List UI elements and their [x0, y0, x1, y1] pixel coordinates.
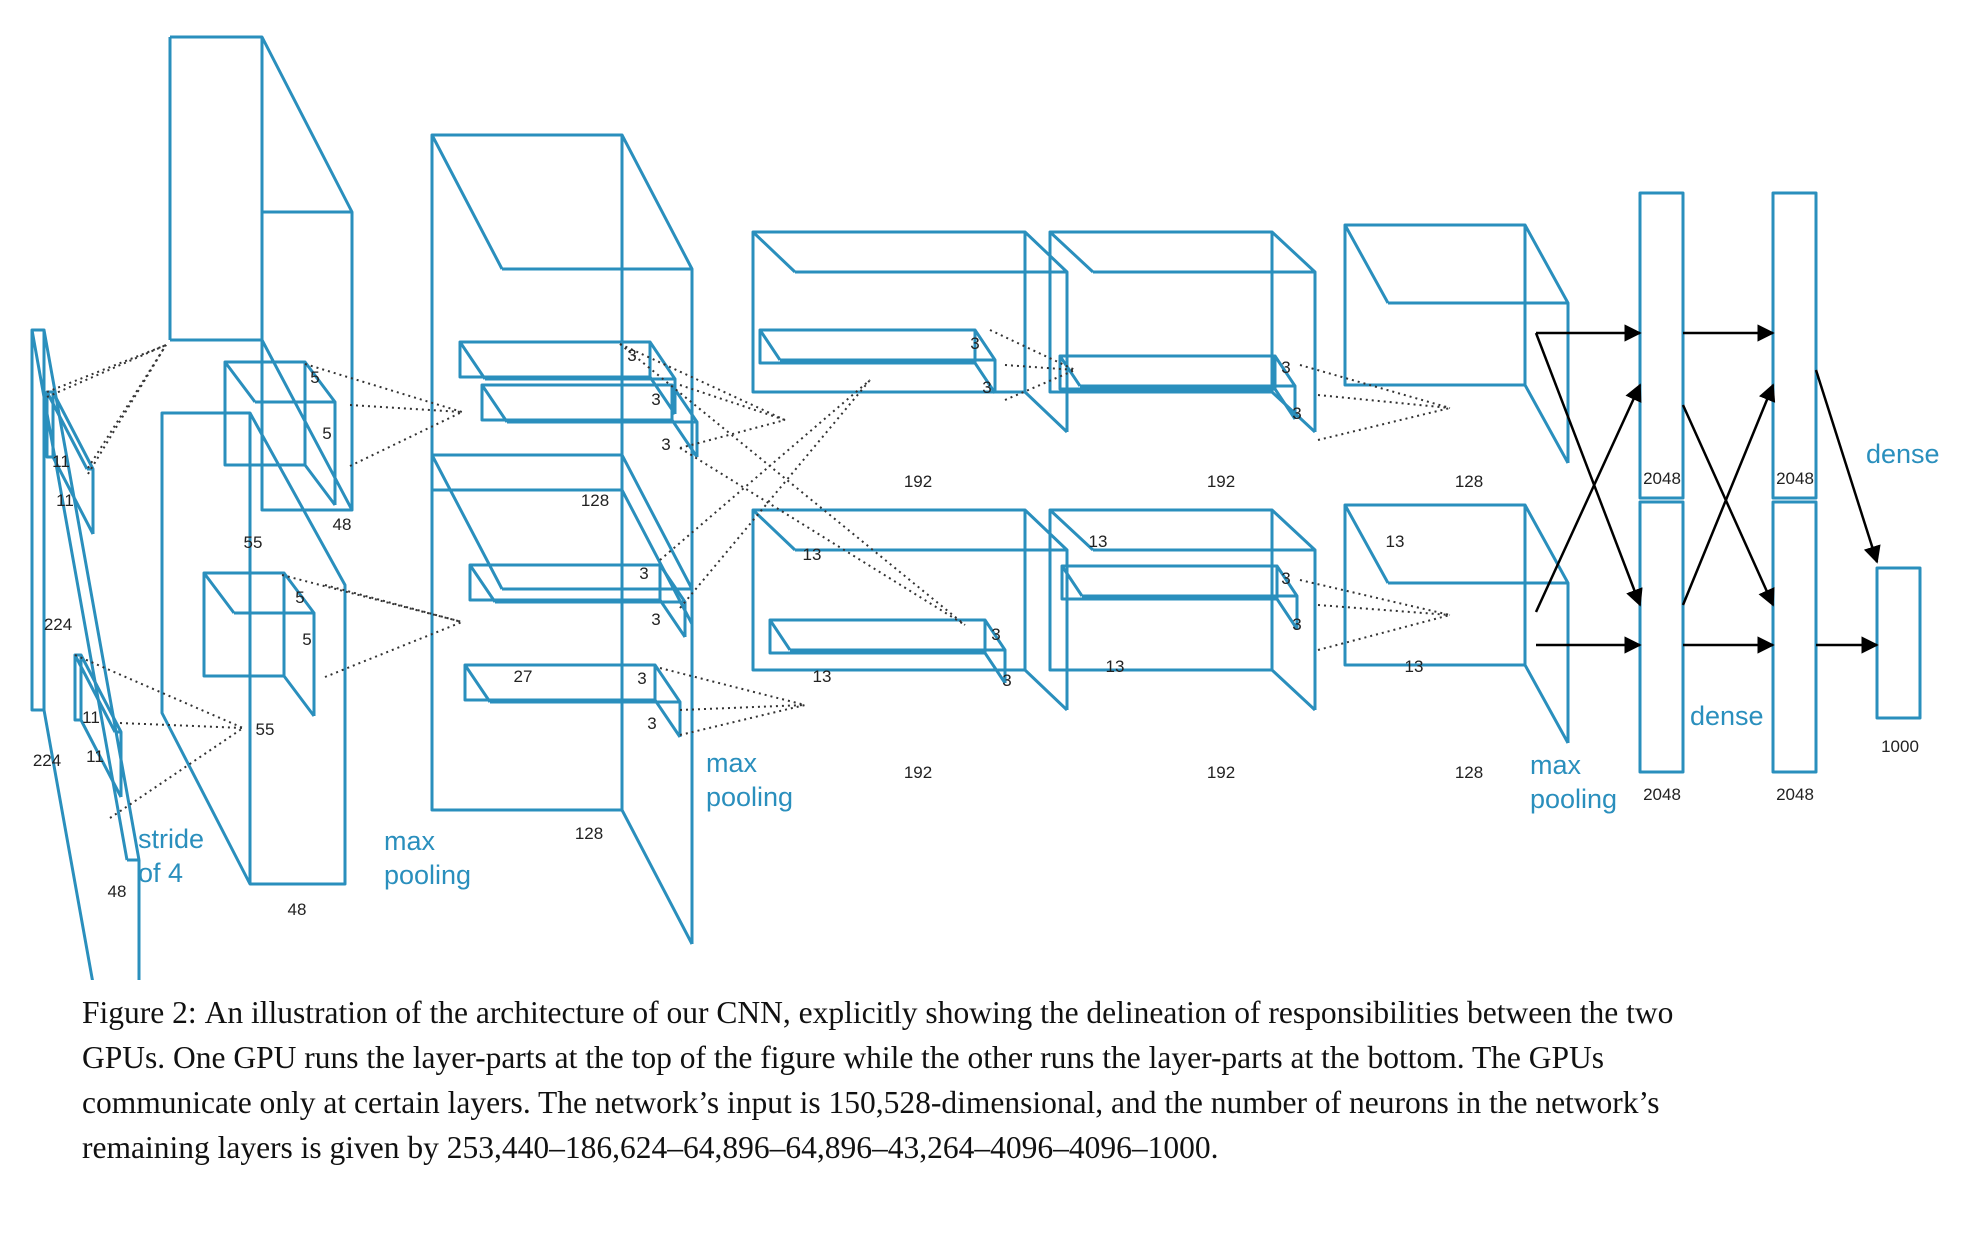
conv3-kernel-size: 3	[651, 390, 660, 409]
maxpool-label: pooling	[706, 782, 793, 812]
conv2-kernel-size: 5	[322, 424, 331, 443]
layer-volumes	[30, 35, 1922, 980]
conv4-lower-volume	[1048, 508, 1317, 712]
conv1-lower-volume	[160, 411, 347, 886]
conv4-kernel-size: 3	[991, 625, 1000, 644]
conv1-kernel	[223, 360, 337, 506]
input-kernel-size: 11	[86, 747, 104, 766]
receptive-field-lines	[46, 329, 1451, 819]
fc7-upper-bar	[1771, 191, 1818, 500]
output-bar	[1875, 566, 1922, 720]
conv4-kernel-size: 3	[1002, 671, 1011, 690]
conv2-kernel	[463, 663, 682, 738]
conv2-kernel	[480, 383, 699, 458]
input-kernel-size: 11	[56, 491, 74, 510]
conv4-kernel	[1060, 564, 1299, 630]
fc6-upper-bar	[1638, 191, 1685, 500]
conv2-kernel-size: 5	[310, 368, 319, 387]
maxpool-label: max	[706, 748, 758, 778]
input-kernel	[45, 390, 95, 535]
maxpool-label: pooling	[1530, 784, 1617, 814]
fc6-lower-bar	[1638, 500, 1685, 774]
conv2-depth: 128	[575, 824, 603, 843]
conv5-kernel-size: 3	[1292, 404, 1301, 423]
conv1-size: 55	[256, 720, 275, 739]
conv4-kernel-size: 3	[982, 378, 991, 397]
conv2-size: 27	[514, 667, 533, 686]
conv1-kernel	[202, 571, 316, 717]
dense-label: dense	[1866, 439, 1940, 469]
conv2-kernel-size: 5	[302, 630, 311, 649]
caption-text: An illustration of the architecture of o…	[82, 995, 1674, 1165]
conv4-depth: 192	[1207, 763, 1235, 782]
conv3-kernel-size: 3	[661, 435, 670, 454]
output-size: 1000	[1881, 737, 1919, 756]
fc6-size: 2048	[1643, 785, 1681, 804]
conv3-upper-volume	[751, 230, 1069, 434]
conv3-kernel-size: 3	[639, 564, 648, 583]
maxpool-label: max	[384, 826, 436, 856]
conv1-size: 55	[244, 533, 263, 552]
conv5-depth: 128	[1455, 472, 1483, 491]
figure-label: Figure 2:	[82, 995, 197, 1030]
conv3-depth: 192	[904, 472, 932, 491]
fc7-size: 2048	[1776, 785, 1814, 804]
input-kernel	[73, 653, 123, 798]
fc6-size: 2048	[1643, 469, 1681, 488]
conv1-depth: 48	[288, 900, 307, 919]
conv3-size: 13	[813, 667, 832, 686]
conv4-kernel	[1058, 354, 1297, 420]
stride-label: of 4	[138, 858, 183, 888]
conv2-kernel-size: 5	[295, 588, 304, 607]
input-kernel-size: 11	[82, 708, 100, 727]
conv4-upper-volume	[1048, 230, 1317, 434]
conv2-depth: 128	[581, 491, 609, 510]
conv2-lower-volume	[430, 453, 694, 945]
conv3-kernel-size: 3	[647, 714, 656, 733]
figure-caption: Figure 2:An illustration of the architec…	[82, 990, 1722, 1170]
conv3-size: 13	[803, 545, 822, 564]
conv5-size: 13	[1386, 532, 1405, 551]
conv5-upper-volume	[1343, 223, 1570, 464]
conv5-size: 13	[1405, 657, 1424, 676]
input-depth: 48	[108, 882, 127, 901]
conv2-kernel	[458, 340, 677, 415]
fc7-size: 2048	[1776, 469, 1814, 488]
maxpool-label: max	[1530, 750, 1582, 780]
conv5-depth: 128	[1455, 763, 1483, 782]
conv5-lower-volume	[1343, 503, 1570, 744]
conv3-lower-volume	[751, 508, 1069, 712]
conv5-kernel-size: 3	[1292, 615, 1301, 634]
cnn-architecture-diagram: 11 11 11 11 224 224 48 5 5 5 5 55 55 48 …	[30, 35, 1940, 980]
conv5-kernel-size: 3	[1281, 358, 1290, 377]
stride-label: stride	[138, 824, 204, 854]
conv1-upper-volume	[168, 35, 354, 512]
maxpool-label: pooling	[384, 860, 471, 890]
dense-connections	[1534, 324, 1881, 654]
conv3-kernel-size: 3	[651, 610, 660, 629]
operation-labels: stride of 4 max pooling max pooling max …	[138, 439, 1940, 890]
conv3-kernel	[758, 328, 997, 394]
conv3-kernel-size: 3	[627, 346, 636, 365]
input-height: 224	[44, 615, 72, 634]
conv1-depth: 48	[333, 515, 352, 534]
input-volume	[30, 328, 141, 980]
conv3-depth: 192	[904, 763, 932, 782]
conv5-kernel-size: 3	[1281, 569, 1290, 588]
fc7-lower-bar	[1771, 500, 1818, 774]
input-kernel-size: 11	[52, 452, 70, 471]
conv4-size: 13	[1106, 657, 1125, 676]
conv3-kernel	[768, 618, 1007, 684]
conv4-size: 13	[1089, 532, 1108, 551]
dense-label: dense	[1690, 701, 1764, 731]
dimension-labels: 11 11 11 11 224 224 48 5 5 5 5 55 55 48 …	[33, 334, 1919, 919]
conv4-depth: 192	[1207, 472, 1235, 491]
conv3-kernel-size: 3	[637, 669, 646, 688]
input-width: 224	[33, 751, 61, 770]
conv4-kernel-size: 3	[970, 334, 979, 353]
